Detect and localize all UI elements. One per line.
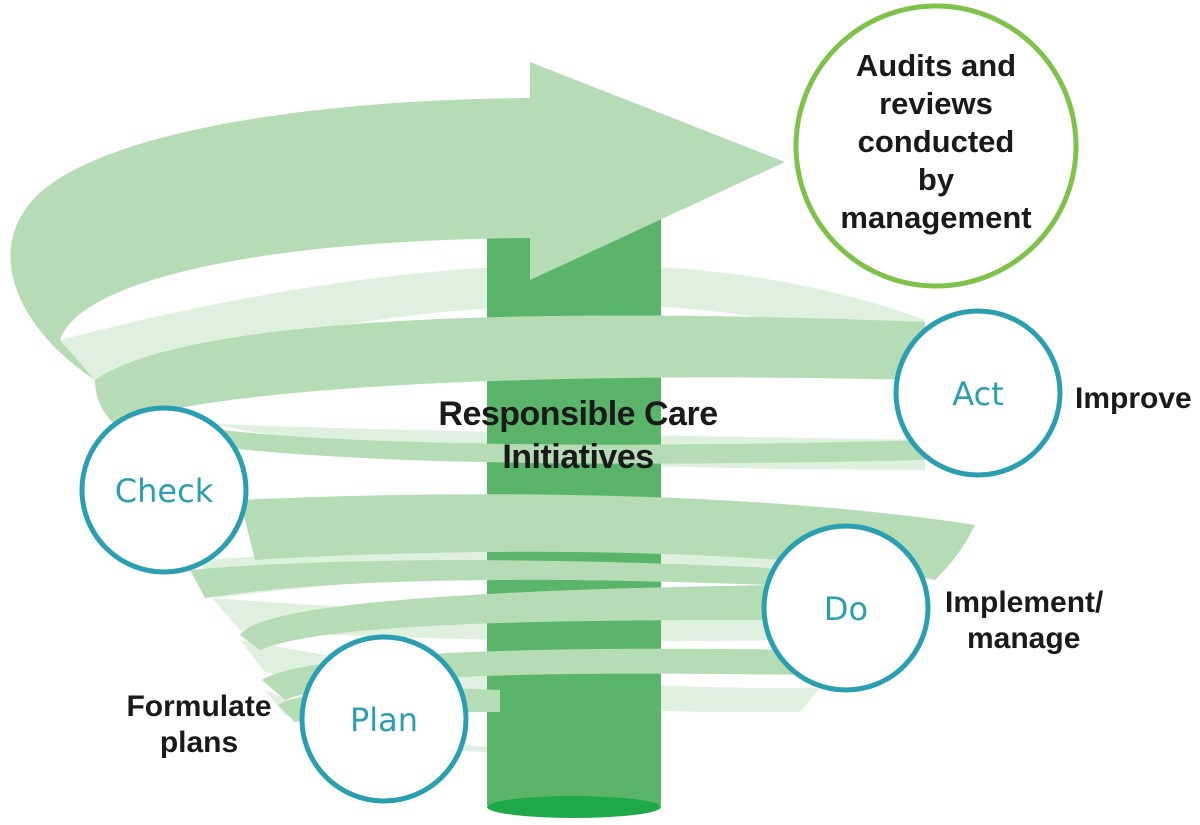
spiral-top-arc	[10, 62, 785, 380]
check-circle	[79, 405, 249, 575]
center-title: Responsible Care Initiatives	[438, 395, 718, 476]
center-title-line-1: Responsible Care	[438, 395, 717, 433]
plan-circle	[299, 634, 469, 804]
pillar-base	[487, 796, 661, 818]
check-node: Check	[79, 405, 249, 575]
spiral-back-band-5	[240, 640, 820, 713]
act-description: Improve	[1075, 382, 1192, 415]
plan-node: Plan	[299, 634, 469, 804]
goal-line-3: conducted	[858, 124, 1015, 159]
goal-node: Audits and reviews conducted by manageme…	[793, 3, 1079, 289]
spiral-ring-1	[95, 315, 925, 425]
act-label: Act	[952, 375, 1003, 413]
spiral-ring-3	[240, 585, 775, 650]
do-label: Do	[824, 590, 868, 628]
do-circle	[761, 523, 931, 693]
do-description-line-1: Implement/	[945, 586, 1104, 619]
goal-line-5: management	[840, 200, 1031, 235]
goal-line-2: reviews	[879, 86, 993, 121]
spiral-back-band-1	[60, 264, 925, 380]
plan-description-line-2: plans	[160, 726, 238, 759]
center-title-line-2: Initiatives	[502, 438, 653, 476]
do-node: Do	[761, 523, 931, 693]
do-description-line-2: manage	[967, 622, 1080, 655]
plan-description-line-1: Formulate	[126, 690, 271, 723]
act-circle	[893, 308, 1063, 478]
goal-circle	[793, 3, 1079, 289]
spiral-ring-2-lower	[190, 560, 770, 598]
spiral-ring-1-lower	[115, 418, 925, 464]
plan-label: Plan	[350, 701, 418, 739]
goal-line-4: by	[918, 162, 955, 197]
goal-line-1: Audits and	[856, 48, 1016, 83]
act-node: Act	[893, 308, 1063, 478]
check-label: Check	[115, 472, 214, 510]
